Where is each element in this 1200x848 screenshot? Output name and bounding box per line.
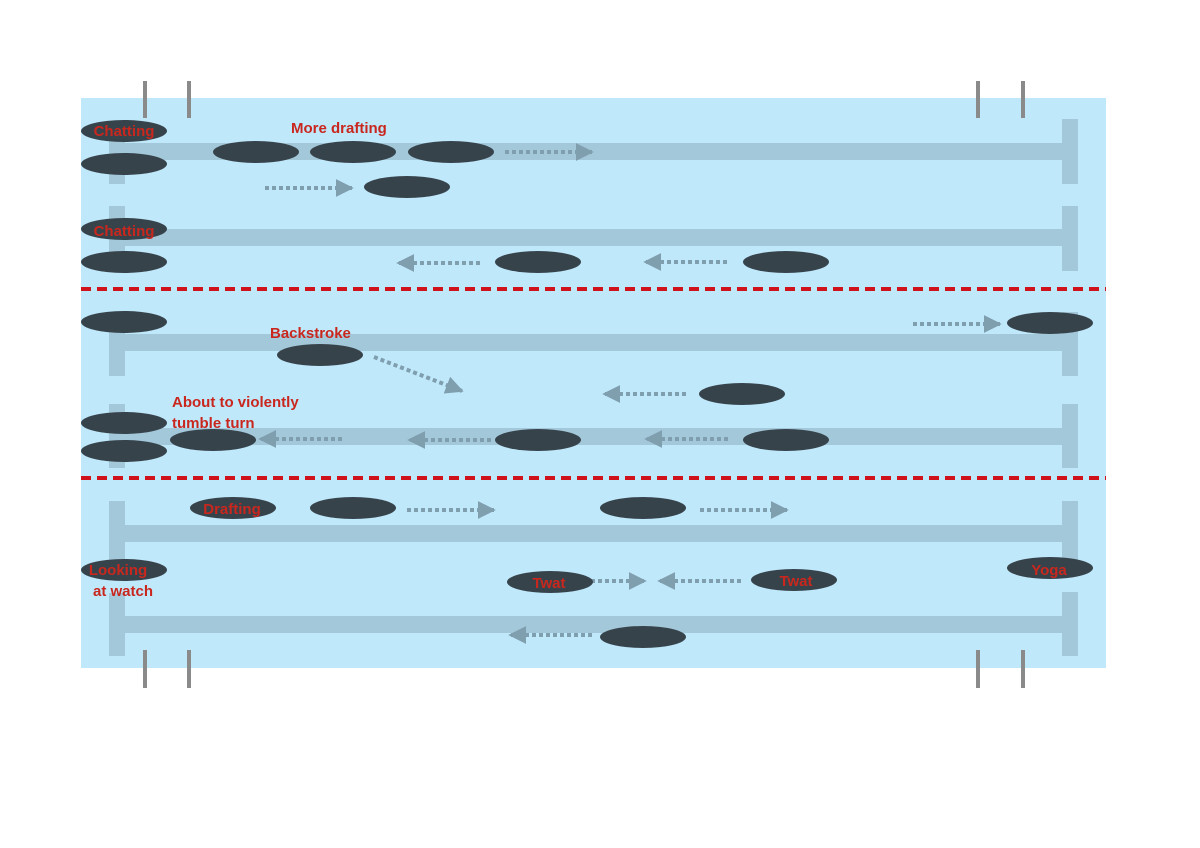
- swimmer: [81, 440, 167, 462]
- label-backstroke: Backstroke: [270, 325, 351, 342]
- label-chatting-top: Chatting: [94, 123, 155, 140]
- swimmer: [213, 141, 299, 163]
- swimmer: [170, 429, 256, 451]
- label-chatting-second: Chatting: [94, 223, 155, 240]
- arrow-6: [373, 355, 464, 394]
- corner-posts: [143, 81, 1025, 688]
- lane-end-6-right: [1062, 592, 1078, 656]
- swimmer: [81, 120, 167, 142]
- swimmer: [600, 626, 686, 648]
- label-looking-line2: at watch: [93, 583, 153, 600]
- lane-rope-5: [109, 525, 1069, 542]
- label-drafting: Drafting: [203, 501, 261, 518]
- lane-rope-4: [109, 428, 1069, 445]
- lane-end-4-right: [1062, 404, 1078, 468]
- lane-dividers: [81, 287, 1106, 480]
- swimmer: [1007, 557, 1093, 579]
- annotations: Chatting More drafting Chatting Backstro…: [89, 120, 1068, 600]
- swimmer: [81, 311, 167, 333]
- swimmer: [81, 153, 167, 175]
- swimmer: [600, 497, 686, 519]
- lane-end-1-right: [1062, 119, 1078, 184]
- lane-end-5-right: [1062, 501, 1078, 565]
- lane-end-2-right: [1062, 206, 1078, 271]
- swimmer: [277, 344, 363, 366]
- swimmer: [81, 218, 167, 240]
- swimmer: [751, 569, 837, 591]
- swimmer: [408, 141, 494, 163]
- swimmer: [495, 251, 581, 273]
- label-twat-right: Twat: [779, 573, 812, 590]
- lane-end-5-left: [109, 501, 125, 565]
- label-looking-line1: Looking: [89, 562, 147, 579]
- swimmer: [495, 429, 581, 451]
- pool-water: [81, 98, 1106, 668]
- swimmer: [81, 559, 167, 581]
- swimmer: [743, 429, 829, 451]
- swimmer: [743, 251, 829, 273]
- swimmer: [81, 412, 167, 434]
- swimmer: [1007, 312, 1093, 334]
- lane-rope-2: [109, 229, 1069, 246]
- swimmer: [190, 497, 276, 519]
- direction-arrows: [258, 143, 1002, 644]
- lane-rope-6: [109, 616, 1069, 633]
- swimmer: [81, 251, 167, 273]
- label-tumble-turn-line2: tumble turn: [172, 415, 255, 432]
- swimmer: [699, 383, 785, 405]
- swimmer: [310, 141, 396, 163]
- lane-rope-3: [109, 334, 1069, 351]
- swimmer: [310, 497, 396, 519]
- swimmers: [81, 120, 1093, 648]
- label-tumble-turn-line1: About to violently: [172, 394, 299, 411]
- swimmer: [364, 176, 450, 198]
- lane-end-6-left: [109, 593, 125, 656]
- swimmer: [507, 571, 593, 593]
- label-twat-left: Twat: [532, 575, 565, 592]
- label-yoga: Yoga: [1031, 562, 1067, 579]
- label-more-drafting: More drafting: [291, 120, 387, 137]
